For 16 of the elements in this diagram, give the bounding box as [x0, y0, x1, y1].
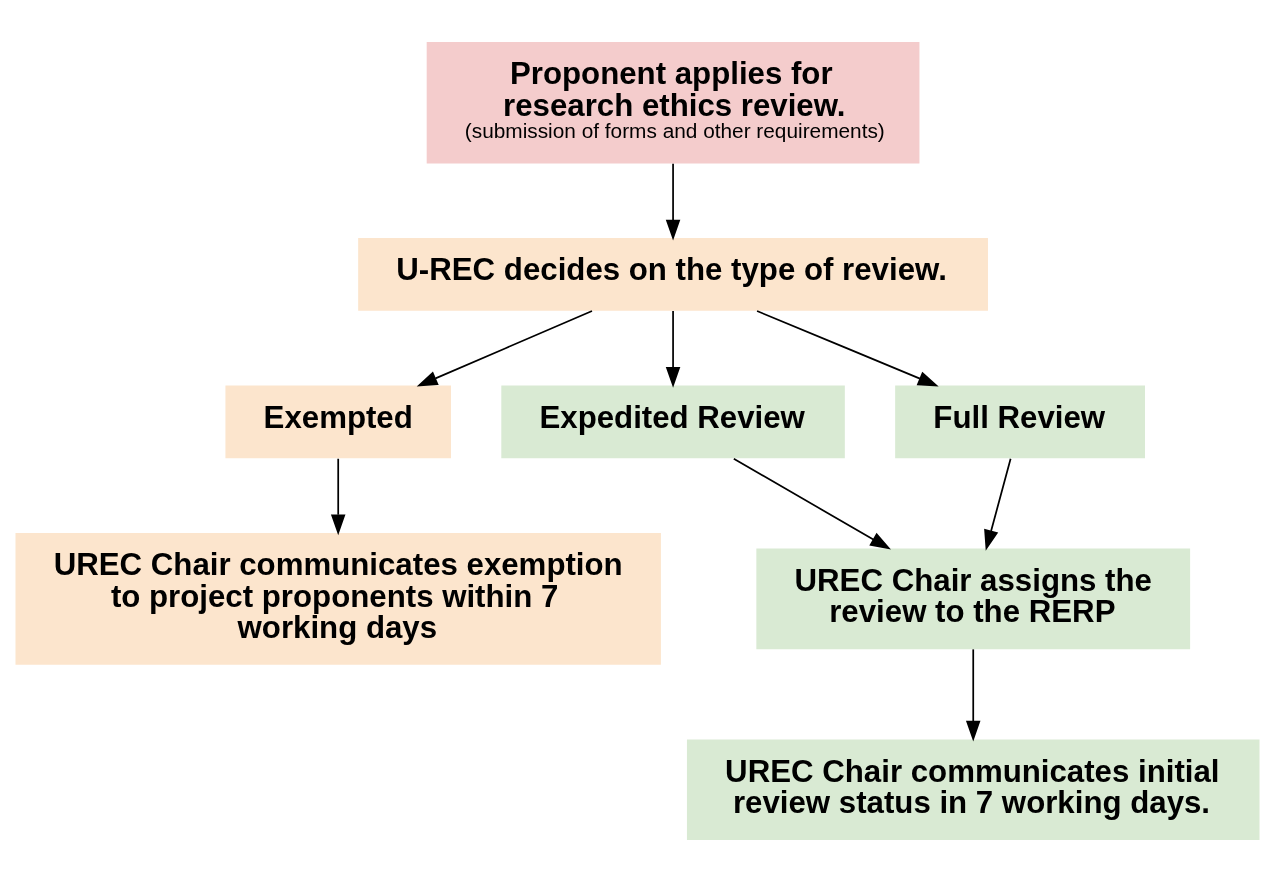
node-box: U-REC decides on the type of review.: [358, 238, 988, 311]
arrow: [665, 162, 681, 241]
node-box: UREC Chair communicates initial review status in 7 working days.: [686, 739, 1260, 841]
arrow: [984, 457, 1012, 551]
node-box: Exempted: [225, 385, 451, 459]
node-box: Proponent applies for research ethics review. (submission of forms and other requirements): [426, 41, 920, 164]
node-box: Expedited Review: [501, 385, 845, 459]
node-box: UREC Chair communicates exemption to project proponents within 7 working days: [15, 532, 661, 665]
node-box: Full Review: [895, 385, 1145, 459]
arrow: [756, 310, 939, 387]
arrow: [732, 457, 891, 550]
arrow: [416, 310, 593, 387]
arrow: [330, 457, 346, 536]
arrow: [665, 310, 681, 388]
node-box: UREC Chair assigns the review to the RERP: [756, 548, 1191, 650]
arrow: [965, 648, 981, 742]
